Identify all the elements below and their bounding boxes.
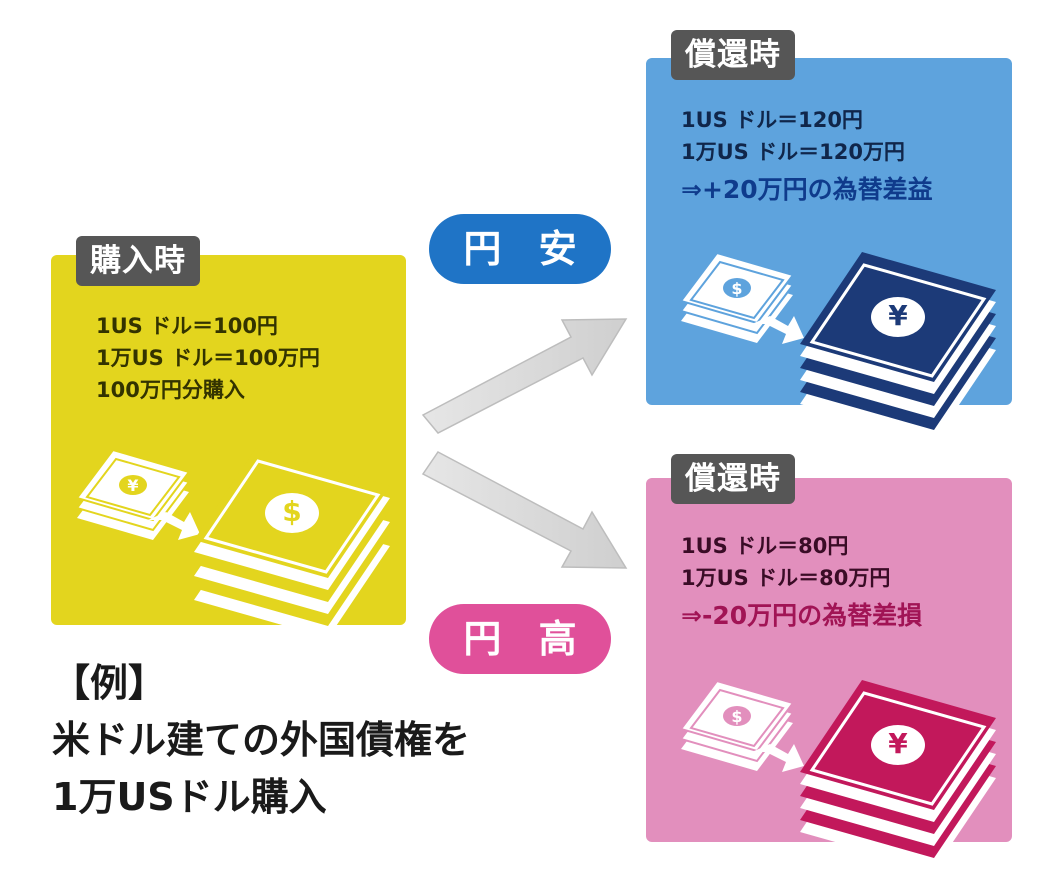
purchase-text: 1US ドル＝100円 1万US ドル＝100万円 100万円分購入: [96, 310, 320, 406]
dollar-bills-small-icon: $: [680, 680, 794, 772]
purchase-line: 1US ドル＝100円: [96, 314, 278, 338]
yen-weak-text: 1US ドル＝120円 1万US ドル＝120万円 ⇒+20万円の為替差益: [681, 104, 933, 206]
yen-strong-label: 円 高: [429, 604, 611, 674]
svg-text:¥: ¥: [888, 299, 908, 332]
svg-text:¥: ¥: [888, 727, 908, 760]
yen-strong-line: 1万US ドル＝80万円: [681, 566, 891, 590]
yen-bills-small-icon: ¥: [76, 449, 190, 541]
yen-bills-icon: ¥: [798, 678, 998, 872]
example-line: 1万USドル購入: [52, 775, 327, 819]
arrow-down: [421, 451, 628, 569]
redemption-tag-weak: 償還時: [671, 30, 795, 80]
svg-text:$: $: [731, 279, 742, 298]
example-line: 米ドル建ての外国債権を: [52, 718, 471, 762]
yen-weak-label: 円 安: [429, 214, 611, 284]
dollar-bills-icon: $: [192, 446, 392, 640]
yen-bills-icon: ¥: [798, 250, 998, 444]
yen-weak-line: 1万US ドル＝120万円: [681, 140, 905, 164]
purchase-line: 100万円分購入: [96, 378, 245, 402]
svg-text:$: $: [731, 707, 742, 726]
svg-text:$: $: [282, 495, 301, 528]
redemption-tag-strong: 償還時: [671, 454, 795, 504]
yen-weak-line: 1US ドル＝120円: [681, 108, 863, 132]
purchase-line: 1万US ドル＝100万円: [96, 346, 320, 370]
yen-strong-line: 1US ドル＝80円: [681, 534, 849, 558]
svg-text:¥: ¥: [127, 476, 138, 495]
dollar-bills-small-icon: $: [680, 252, 794, 344]
yen-weak-result: ⇒+20万円の為替差益: [681, 175, 933, 204]
example-heading: 【例】: [52, 661, 167, 705]
example-caption: 【例】 米ドル建ての外国債権を 1万USドル購入: [52, 655, 470, 826]
arrow-up: [421, 318, 628, 434]
yen-strong-result: ⇒-20万円の為替差損: [681, 601, 923, 630]
purchase-tag: 購入時: [76, 236, 200, 286]
yen-strong-text: 1US ドル＝80円 1万US ドル＝80万円 ⇒-20万円の為替差損: [681, 530, 922, 632]
